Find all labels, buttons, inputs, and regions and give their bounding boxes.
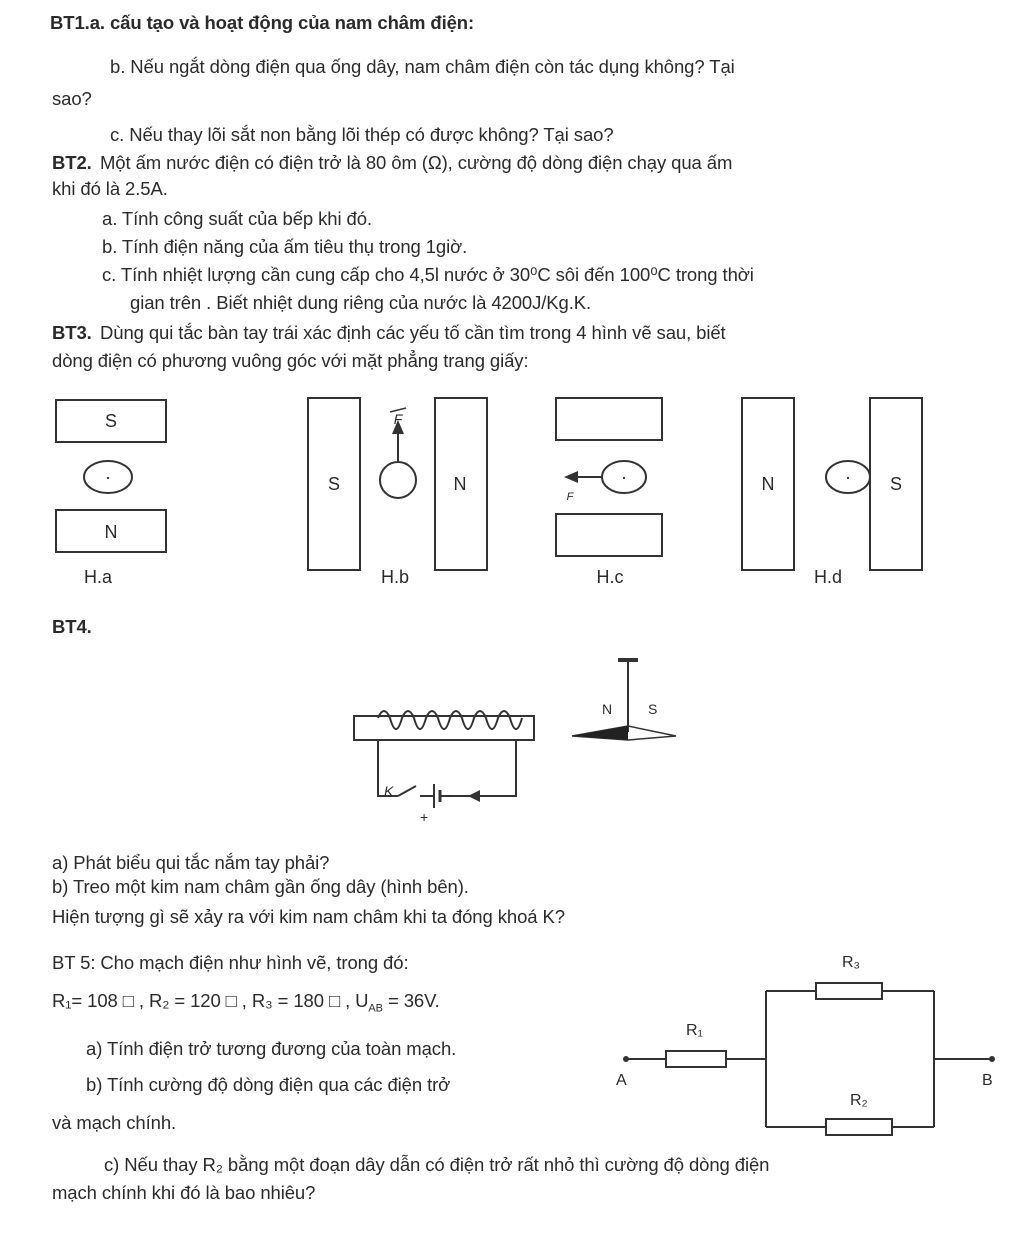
fig-c-arrow-head <box>564 471 578 483</box>
fig-c-magnet-top <box>555 397 663 441</box>
wire-right <box>440 740 517 797</box>
bt1-part-b-line1: b. Nếu ngắt dòng điện qua ống dây, nam c… <box>110 56 735 77</box>
fig-c-magnet-bottom <box>555 513 663 557</box>
fig-b-magnet-right <box>434 397 488 571</box>
bt5-title: BT 5: Cho mạch điện như hình vẽ, trong đ… <box>52 952 409 973</box>
wire-left <box>377 740 398 797</box>
fig-b-conductor <box>379 461 417 499</box>
fig-b-arrow-head <box>392 420 404 434</box>
fig-b-magnet-left <box>307 397 361 571</box>
bt2-line2: khi đó là 2.5A. <box>52 178 168 199</box>
terminal-b <box>989 1056 995 1062</box>
bt2-part-b: b. Tính điện năng của ấm tiêu thụ trong … <box>102 236 468 257</box>
bt4-part-a: a) Phát biểu qui tắc nắm tay phải? <box>52 852 330 873</box>
bt3-label: BT3. <box>52 322 92 343</box>
needle-s-label: S <box>648 701 657 717</box>
fig-b-left-label: S <box>328 474 340 494</box>
bt3-line2: dòng điện có phương vuông góc với mặt ph… <box>52 350 529 371</box>
fig-d-magnet-right <box>869 397 923 571</box>
switch-k-label: K <box>384 783 394 799</box>
bt5-part-a: a) Tính điện trở tương đương của toàn mạ… <box>86 1038 457 1059</box>
bt2-part-c-line2: gian trên . Biết nhiệt dung riêng của nư… <box>130 292 592 313</box>
battery-minus-label: - <box>448 787 453 803</box>
r2-label: R₂ <box>850 1092 868 1109</box>
bt5-circuit: R₁ R₃ R₂ A B <box>616 954 995 1136</box>
fig-d-left-label: N <box>762 474 775 494</box>
bt2-part-c-line1: c. Tính nhiệt lượng cần cung cấp cho 4,5… <box>102 264 754 285</box>
bt3-figures: S · N H.a S N F H.b · F H.c N · S H.d <box>55 397 923 587</box>
r1-label: R₁ <box>686 1022 703 1039</box>
fig-c-dot: · <box>621 467 627 487</box>
fig-d-caption: H.d <box>814 567 842 587</box>
needle-north-half <box>572 726 628 740</box>
battery-plus-label: + <box>420 809 428 825</box>
bt1-part-c: c. Nếu thay lõi sắt non bằng lõi thép có… <box>110 124 614 145</box>
label-b: B <box>982 1072 993 1089</box>
switch-k <box>397 785 417 797</box>
bt4-part-b: b) Treo một kim nam châm gần ống dây (hì… <box>52 876 469 897</box>
fig-d-dot: · <box>845 467 851 487</box>
fig-a-caption: H.a <box>84 567 113 587</box>
fig-b-force-vector-bar <box>389 407 407 413</box>
resistor-r2 <box>825 1118 893 1136</box>
current-arrow <box>468 790 480 802</box>
solenoid-core <box>353 715 535 741</box>
fig-a-bottom-label: N <box>105 522 118 542</box>
needle-n-label: N <box>602 701 612 717</box>
resistor-r1 <box>665 1050 727 1068</box>
fig-a-dot: · <box>105 467 111 487</box>
bt2-line1: Một ấm nước điện có điện trở là 80 ôm (Ω… <box>100 152 733 173</box>
fig-a-magnet-top <box>55 399 167 443</box>
terminal-a <box>623 1056 629 1062</box>
bt4-figure: N S K + - <box>353 658 677 825</box>
r3-label: R₃ <box>842 954 860 971</box>
bt4-question: Hiện tượng gì sẽ xảy ra với kim nam châm… <box>52 906 565 927</box>
bt1-part-a: BT1.a. cấu tạo và hoạt động của nam châm… <box>50 12 475 33</box>
bt4-label: BT4. <box>52 616 92 637</box>
fig-a-conductor <box>83 460 133 494</box>
fig-d-magnet-left <box>741 397 795 571</box>
bt5-part-c-line2: mạch chính khi đó là bao nhiêu? <box>52 1182 316 1203</box>
bt5-part-b-line2: và mạch chính. <box>52 1112 177 1133</box>
fig-c-caption: H.c <box>597 567 624 587</box>
bt5-part-b: b) Tính cường độ dòng điện qua các điện … <box>86 1074 451 1095</box>
bt3-line1: Dùng qui tắc bàn tay trái xác định các y… <box>100 322 726 343</box>
resistor-r3 <box>815 982 883 1000</box>
fig-b-force-label: F <box>394 411 404 427</box>
bt2-part-a: a. Tính công suất của bếp khi đó. <box>102 208 372 229</box>
needle-outline <box>571 725 677 741</box>
label-a: A <box>616 1072 627 1089</box>
bt5-part-c-line1: c) Nếu thay R₂ bằng một đoạn dây dẫn có … <box>104 1154 770 1175</box>
fig-b-right-label: N <box>454 474 467 494</box>
bt5-values-main: R₁= 108 □ , R₂ = 120 □ , R₃ = 180 □ , U <box>52 990 369 1011</box>
fig-b-caption: H.b <box>381 567 409 587</box>
bt5-values-end: = 36V. <box>382 990 440 1011</box>
bt1-part-b-line2: sao? <box>52 88 92 109</box>
fig-a-top-label: S <box>105 411 117 431</box>
solenoid-coil <box>377 710 523 730</box>
bt5-values: R₁= 108 □ , R₂ = 120 □ , R₃ = 180 □ , UA… <box>52 990 440 1020</box>
fig-a-magnet-bottom <box>55 509 167 553</box>
fig-d-right-label: S <box>890 474 902 494</box>
bt2-label: BT2. <box>52 152 92 173</box>
bt5-values-sub: AB <box>368 1002 383 1015</box>
fig-c-force-label: F <box>567 491 575 503</box>
